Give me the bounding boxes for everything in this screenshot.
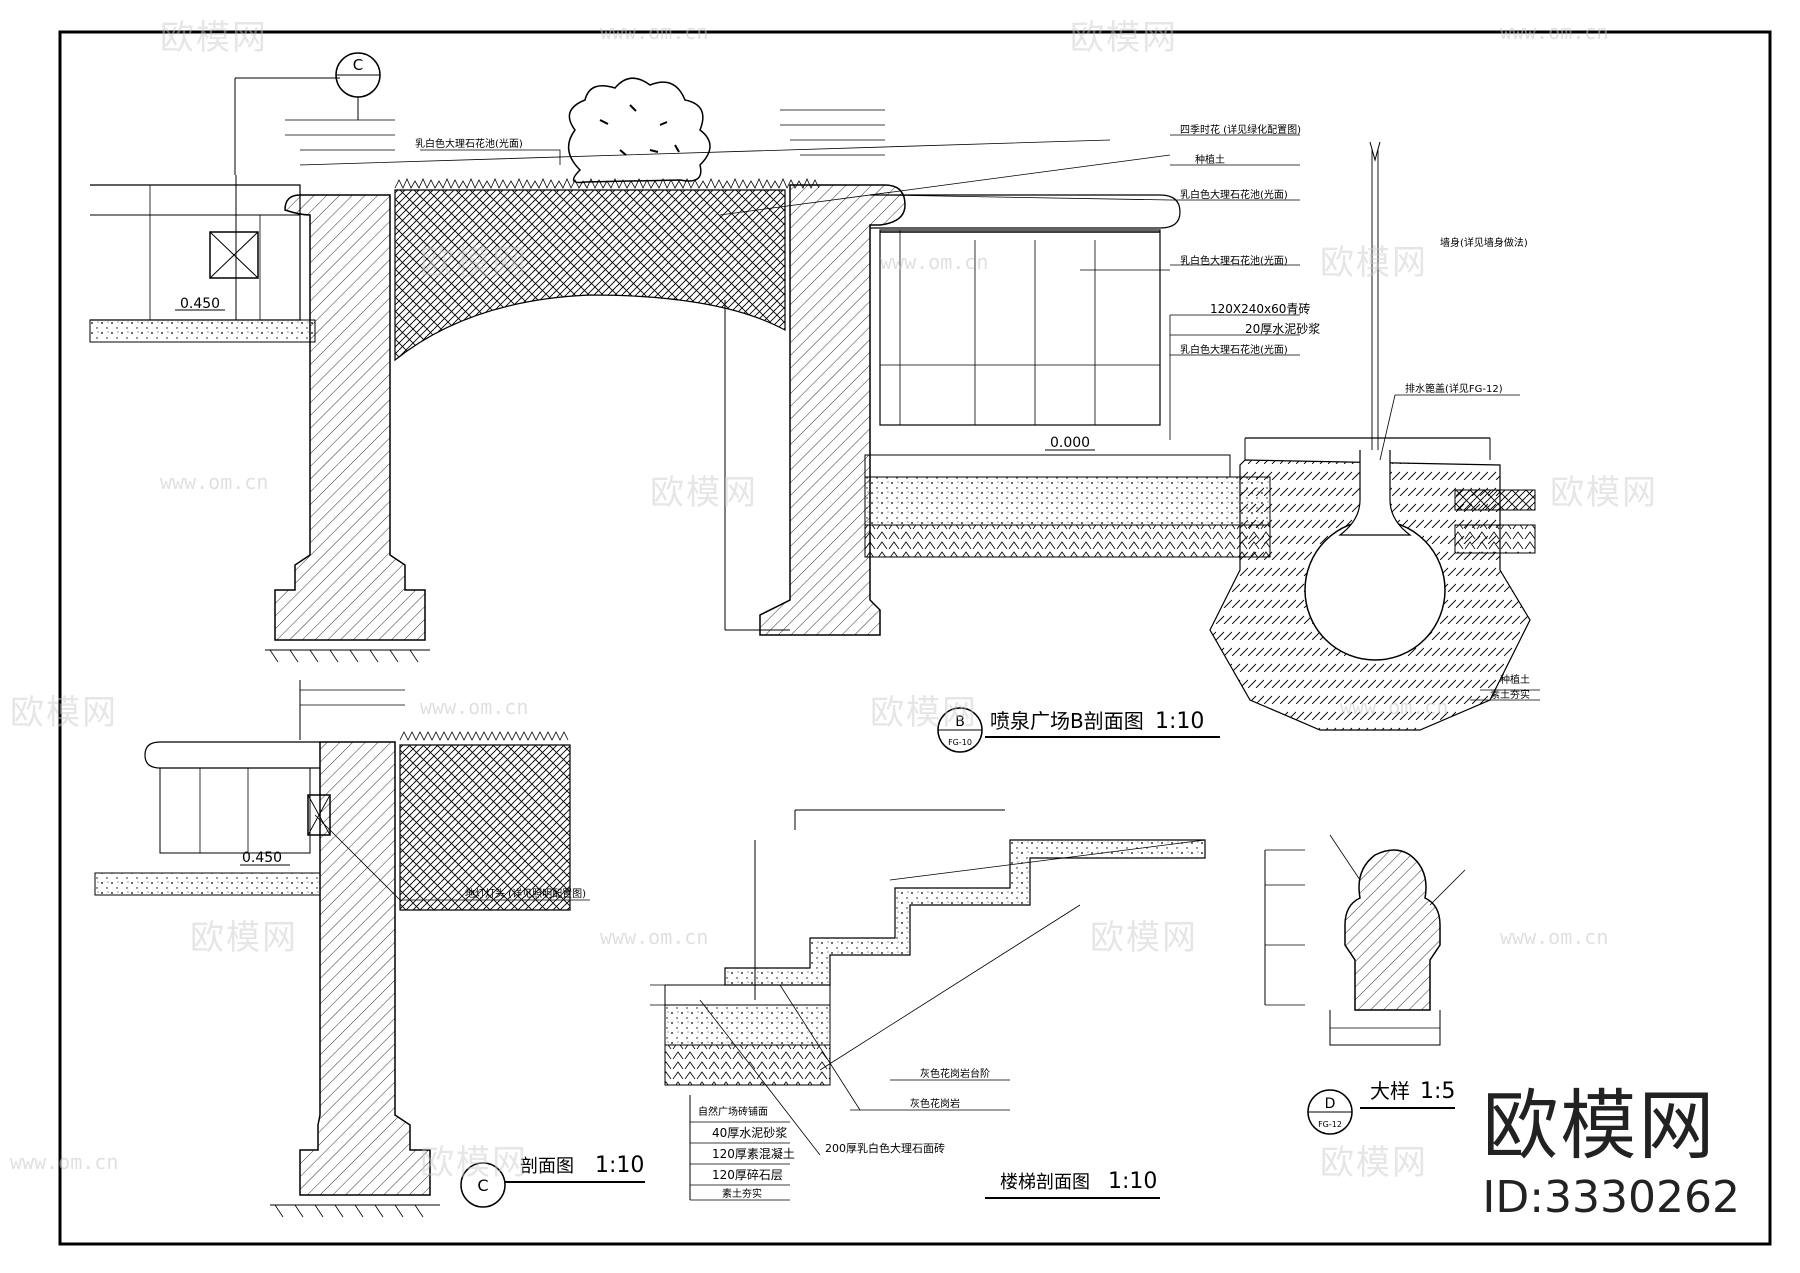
detail-d-scale: 1:5	[1420, 1079, 1455, 1104]
note-mortar: 20厚水泥砂浆	[1245, 321, 1320, 336]
note-marble-cap: 乳白色大理石花池(光面)	[1180, 188, 1288, 201]
marker-b-ref: FG-10	[948, 738, 972, 747]
brand-stamp: 欧模网 ID:3330262	[1482, 1088, 1740, 1225]
tree-canopy-icon	[567, 77, 711, 184]
note-brick: 120X240x60青砖	[1210, 301, 1310, 316]
watermark-url: www.om.cn	[600, 925, 709, 949]
section-c-scale: 1:10	[595, 1153, 644, 1178]
note-drain-grate: 排水篦盖(详见FG-12)	[1405, 382, 1503, 395]
watermark: 欧模网	[420, 243, 528, 283]
watermark-url: www.om.cn	[160, 470, 269, 494]
watermark-url: www.om.cn	[420, 695, 529, 719]
watermark-url: www.om.cn	[1500, 925, 1609, 949]
watermark-url: www.om.cn	[880, 250, 989, 274]
note-backfill: 种植土	[1500, 673, 1530, 686]
watermark: 欧模网	[1320, 243, 1428, 283]
stair-section: 灰色花岗岩台阶 灰色花岗岩 200厚乳白色大理石面砖 自然广场砖铺面 40厚水泥…	[650, 809, 1206, 1201]
note-anti-slip: 灰色花岗岩台阶	[920, 1067, 990, 1080]
note-compacted: 素土夯实	[1490, 688, 1530, 701]
stair-layer-table: 自然广场砖铺面 40厚水泥砂浆 120厚素混凝土 120厚碎石层 素土夯实	[689, 1095, 795, 1201]
section-c-elevation: 0.450	[242, 850, 282, 866]
section-c: 地灯灯头 (详见照明配置图) 0.450 C 剖面图 1:10	[94, 680, 645, 1218]
watermark-url: www.om.cn	[600, 20, 709, 44]
section-c-title: 剖面图	[520, 1156, 574, 1177]
note-marble-face: 乳白色大理石花池(光面)	[1180, 254, 1288, 267]
stair-layer-4: 素土夯实	[722, 1187, 762, 1200]
brand-id: ID:3330262	[1482, 1172, 1740, 1223]
watermark-url: www.om.cn	[10, 1150, 119, 1174]
watermark: 欧模网	[1320, 1143, 1428, 1183]
stair-layer-1: 40厚水泥砂浆	[712, 1125, 787, 1140]
brand-logo: 欧模网	[1482, 1081, 1717, 1170]
stair-layer-2: 120厚素混凝土	[712, 1146, 795, 1161]
marker-d-ref: FG-12	[1318, 1120, 1342, 1129]
note-lighting: 地灯灯头 (详见照明配置图)	[465, 887, 586, 900]
note-marble-top-left: 乳白色大理石花池(光面)	[415, 137, 523, 150]
fountain-section-title: 喷泉广场B剖面图	[990, 709, 1144, 733]
watermark: 欧模网	[1090, 918, 1198, 958]
elevation-left: 0.450	[180, 296, 220, 312]
watermark: 欧模网	[650, 473, 758, 513]
note-marble-tiles: 200厚乳白色大理石面砖	[825, 1141, 945, 1155]
watermark: 欧模网	[1070, 18, 1178, 58]
note-marble-base: 乳白色大理石花池(光面)	[1180, 343, 1288, 356]
watermark: 欧模网	[160, 18, 268, 58]
note-seasonal-flowers: 四季时花 (详见绿化配置图)	[1180, 123, 1301, 136]
watermark: 欧模网	[1550, 473, 1658, 513]
watermark: 欧模网	[420, 1143, 528, 1183]
fountain-section-scale: 1:10	[1155, 709, 1204, 734]
detail-d: D FG-12 大样 1:5	[1264, 834, 1466, 1135]
note-wall-detail: 墙身(详见墙身做法)	[1440, 236, 1528, 249]
fountain-section-b: C 乳白色大理石花池(光面) 四季时花 (详见绿化配置图) 种植土 乳白色大理石…	[89, 52, 1540, 753]
watermark: 欧模网	[190, 918, 298, 958]
detail-d-title: 大样	[1370, 1079, 1410, 1103]
stair-layer-3: 120厚碎石层	[712, 1167, 783, 1182]
note-planting-soil: 种植土	[1195, 153, 1225, 166]
sheet-border	[58, 30, 1772, 1246]
stair-section-scale: 1:10	[1108, 1169, 1157, 1194]
stair-section-title: 楼梯剖面图	[1000, 1172, 1090, 1193]
note-granite: 灰色花岗岩	[910, 1097, 960, 1110]
watermark: 欧模网	[10, 693, 118, 733]
marker-d-letter: D	[1325, 1096, 1336, 1112]
marker-c-letter: C	[353, 56, 363, 74]
watermark-url: www.om.cn	[1500, 20, 1609, 44]
watermark: 欧模网	[870, 693, 978, 733]
elevation-right: 0.000	[1050, 435, 1090, 451]
watermark-url: www.om.cn	[1340, 695, 1449, 719]
marker-c-bottom-letter: C	[477, 1176, 488, 1195]
stair-layer-0: 自然广场砖铺面	[698, 1105, 768, 1118]
marker-b-letter: B	[955, 714, 965, 730]
